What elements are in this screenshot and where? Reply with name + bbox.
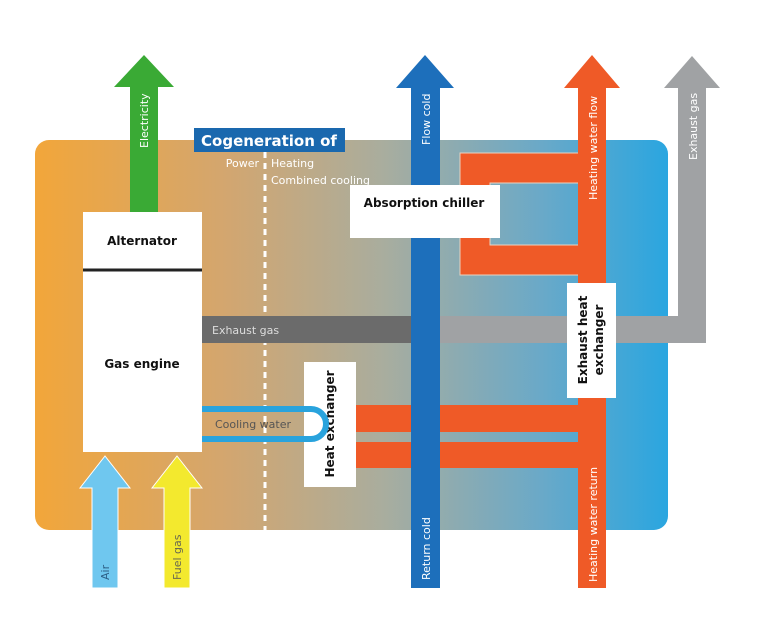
flow-cold-label: Flow cold — [420, 94, 433, 145]
banner-combined-cooling: Combined cooling — [271, 174, 370, 187]
fuel-gas-label: Fuel gas — [171, 534, 184, 580]
air-arrow — [78, 455, 132, 589]
exhaust-gas-arrow — [664, 56, 720, 343]
banner-title: Cogeneration of — [201, 132, 337, 150]
banner-box — [194, 128, 345, 152]
return-cold-label: Return cold — [420, 517, 433, 580]
fuel-gas-arrow — [150, 455, 204, 589]
absorption-chiller-box — [350, 185, 500, 238]
absorption-chiller-label: Absorption chiller — [364, 196, 485, 210]
heating-bar-upper — [356, 405, 580, 432]
gas-engine-label: Gas engine — [104, 357, 179, 371]
heat-exchanger-box — [304, 362, 356, 487]
heating-water-flow-label: Heating water flow — [587, 96, 600, 200]
cooling-water-label: Cooling water — [215, 418, 292, 431]
heat-exchanger-label: Heat exchanger — [323, 370, 337, 477]
exhaust-heat-exchanger-label-2: exchanger — [592, 305, 606, 376]
exhaust-gas-out-label: Exhaust gas — [687, 93, 700, 160]
banner-heating: Heating — [271, 157, 314, 170]
exhaust-gas-bar-inner — [202, 316, 442, 343]
heating-bar-lower — [356, 442, 580, 468]
exhaust-heat-exchanger-label-1: Exhaust heat — [576, 295, 590, 384]
banner-power: Power — [226, 157, 260, 170]
air-label: Air — [99, 564, 112, 580]
alternator-label: Alternator — [107, 234, 177, 248]
exhaust-gas-inner-label: Exhaust gas — [212, 324, 279, 337]
heating-water-return-label: Heating water return — [587, 467, 600, 582]
gas-engine-box — [83, 212, 202, 452]
electricity-arrow — [114, 55, 174, 212]
exhaust-heat-exchanger-box — [567, 283, 616, 398]
electricity-label: Electricity — [138, 93, 151, 148]
